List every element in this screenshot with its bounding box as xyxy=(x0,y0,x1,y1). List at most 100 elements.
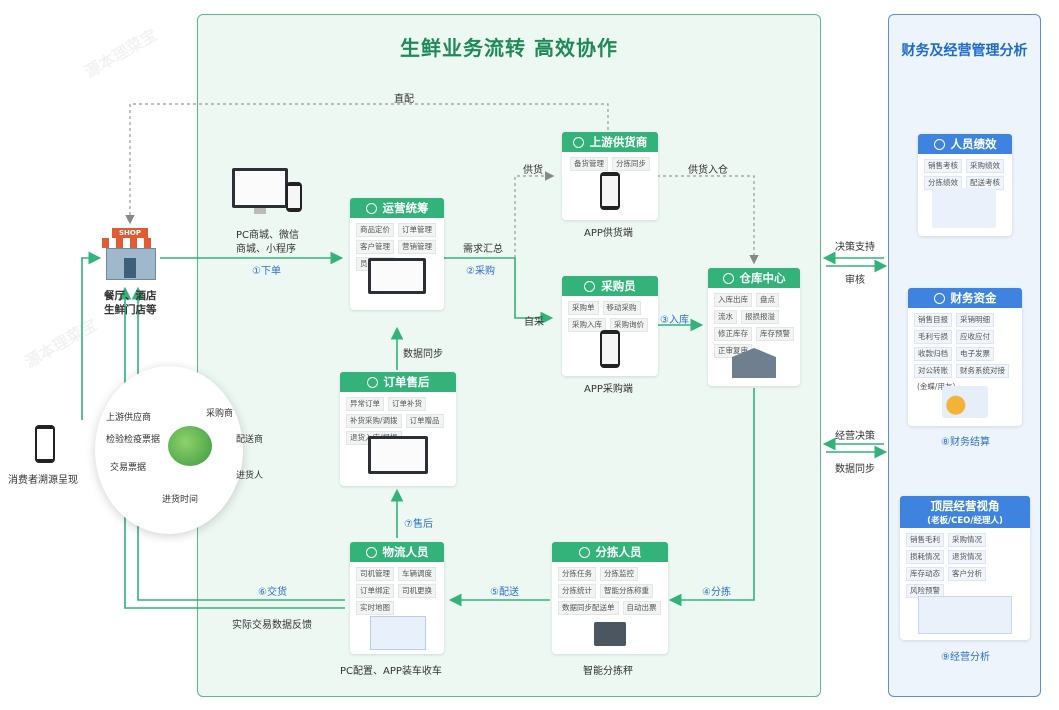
direct-delivery-line xyxy=(125,103,609,225)
coins-illustration xyxy=(942,386,988,418)
tag: 商品定价 xyxy=(356,223,394,237)
buyer-caption: APP采购端 xyxy=(584,384,633,395)
trace-item: 进货时间 xyxy=(162,495,199,505)
main-title: 生鲜业务流转 高效协作 xyxy=(400,36,618,60)
card-performance: 人员绩效 销售考核 采购绩效 分拣绩效 配送考核 xyxy=(918,134,1012,236)
home-icon xyxy=(722,272,734,284)
tag: 销售目报 xyxy=(914,313,952,327)
user-icon xyxy=(584,280,596,292)
finance-caption: ⑧财务结算 xyxy=(941,437,990,448)
tag: (金蝶/用友) xyxy=(917,382,956,391)
label-audit: 审核 xyxy=(845,275,865,286)
card-ops-head: 运营统筹 xyxy=(350,198,444,218)
tag: 补货采购/调拨 xyxy=(346,414,402,428)
presenter-illustration xyxy=(932,188,996,228)
list-icon xyxy=(366,376,378,388)
label-supply-in: 供货入仓 xyxy=(688,165,728,176)
tag: 财务系统对接 xyxy=(956,364,1009,378)
trace-item: 进货人 xyxy=(236,471,264,481)
card-supplier-head: 上游供货商 xyxy=(562,132,658,152)
tag: 司机管理 xyxy=(356,567,394,581)
shop-label-line1: 餐厅、酒店 xyxy=(104,290,157,302)
tag: 入库出库 xyxy=(714,293,752,307)
label-deliver: ⑤配送 xyxy=(490,587,519,598)
card-sorting-head: 分拣人员 xyxy=(552,542,668,562)
card-buyer-title: 采购员 xyxy=(601,279,636,293)
tag: 营销管理 xyxy=(398,240,436,254)
card-sorting-title: 分拣人员 xyxy=(595,545,642,559)
label-sort: ④分拣 xyxy=(702,587,731,598)
user-icon xyxy=(572,136,584,148)
coin-icon xyxy=(933,292,945,304)
tag: 收款归档 xyxy=(914,347,952,361)
label-supply: 供货 xyxy=(523,165,543,176)
card-supplier-title: 上游供货商 xyxy=(589,135,648,149)
ops-monitor xyxy=(368,258,426,294)
tag: 智能分拣称重 xyxy=(600,584,653,598)
label-feedback: 实际交易数据反馈 xyxy=(232,620,312,631)
purchase-arrow xyxy=(433,257,554,325)
tag: 分拣统计 xyxy=(558,584,596,598)
tag: 采购入库 xyxy=(568,318,606,332)
card-top-view-head: 顶层经营视角 (老板/CEO/经理人) xyxy=(900,496,1030,528)
card-finance: 财务资金 销售目报 采销明细 毛利亏损 应收应付 收款归档 电子发票 对公转账 … xyxy=(908,288,1022,426)
card-finance-head: 财务资金 xyxy=(908,288,1022,308)
supplier-phone xyxy=(600,172,620,210)
vegetable-icon xyxy=(168,426,212,466)
card-top-view-subtitle: (老板/CEO/经理人) xyxy=(927,516,1003,526)
tag: 退货情况 xyxy=(948,550,986,564)
tag: 采购绩效 xyxy=(966,159,1004,173)
tag: 流水 xyxy=(714,310,737,324)
tag: 司机更换 xyxy=(398,584,436,598)
supplier-caption: APP供货端 xyxy=(584,228,633,239)
trace-item: 交易票据 xyxy=(110,463,147,473)
label-demand: 需求汇总 xyxy=(463,244,503,255)
sort-arrow xyxy=(668,388,755,607)
label-inbound: ③入库 xyxy=(660,315,689,326)
label-biz-decision: 经营决策 xyxy=(835,431,875,442)
tag: 采购情况 xyxy=(948,533,986,547)
tag: 库存预警 xyxy=(756,327,794,341)
tag: 销售毛利 xyxy=(906,533,944,547)
tag: 分拣监控 xyxy=(600,567,638,581)
logistics-caption: PC配置、APP装车收车 xyxy=(340,666,442,677)
label-data-sync: 数据同步 xyxy=(403,349,443,360)
tag: 损耗情况 xyxy=(906,550,944,564)
sorting-caption: 智能分拣秤 xyxy=(583,666,633,677)
label-self-buy: 自采 xyxy=(524,317,544,328)
card-logistics-title: 物流人员 xyxy=(382,545,429,559)
trace-item: 上游供应商 xyxy=(106,413,152,423)
card-top-view-title: 顶层经营视角 xyxy=(930,499,1000,513)
tag: 订单补货 xyxy=(388,397,426,411)
right-title: 财务及经营管理分析 xyxy=(901,43,1028,59)
pc-mall-line1: PC商城、微信 xyxy=(236,230,300,241)
card-after-sales-title: 订单售后 xyxy=(383,375,430,389)
card-performance-title: 人员绩效 xyxy=(950,137,997,151)
tag: 库存动态 xyxy=(906,567,944,581)
tag: 订单赠品 xyxy=(405,414,444,428)
tag: 电子发票 xyxy=(956,347,994,361)
tag: 销售考核 xyxy=(924,159,962,173)
shop-label-line2: 生鲜门店等 xyxy=(104,304,157,316)
label-data-sync-right: 数据同步 xyxy=(835,464,875,475)
tag: 对公转账 xyxy=(914,364,952,378)
trace-item: 检验检疫票据 xyxy=(106,435,161,445)
label-decision: 决策支持 xyxy=(835,242,875,253)
card-sorting: 分拣人员 分拣任务 分拣监控 分拣统计 智能分拣称重 数据同步配送单 自动出票 xyxy=(552,542,668,654)
supply-line xyxy=(514,171,555,258)
card-logistics-head: 物流人员 xyxy=(350,542,444,562)
tag: 客户管理 xyxy=(356,240,394,254)
tag: 应收应付 xyxy=(956,330,994,344)
tag: 自动出票 xyxy=(622,601,661,615)
tag: 采购询价 xyxy=(610,318,648,332)
card-after-sales-head: 订单售后 xyxy=(340,372,456,392)
card-buyer: 采购员 采购单 移动采购 采购入库 采购询价 xyxy=(562,276,658,376)
analytics-illustration xyxy=(918,596,1012,634)
logistics-illustration xyxy=(370,616,426,650)
tag: 修正库存 xyxy=(714,327,752,341)
chart-icon xyxy=(933,138,945,150)
tag: 报损报溢 xyxy=(741,310,779,324)
label-direct: 直配 xyxy=(394,94,414,105)
tag: 订单管理 xyxy=(398,223,436,237)
